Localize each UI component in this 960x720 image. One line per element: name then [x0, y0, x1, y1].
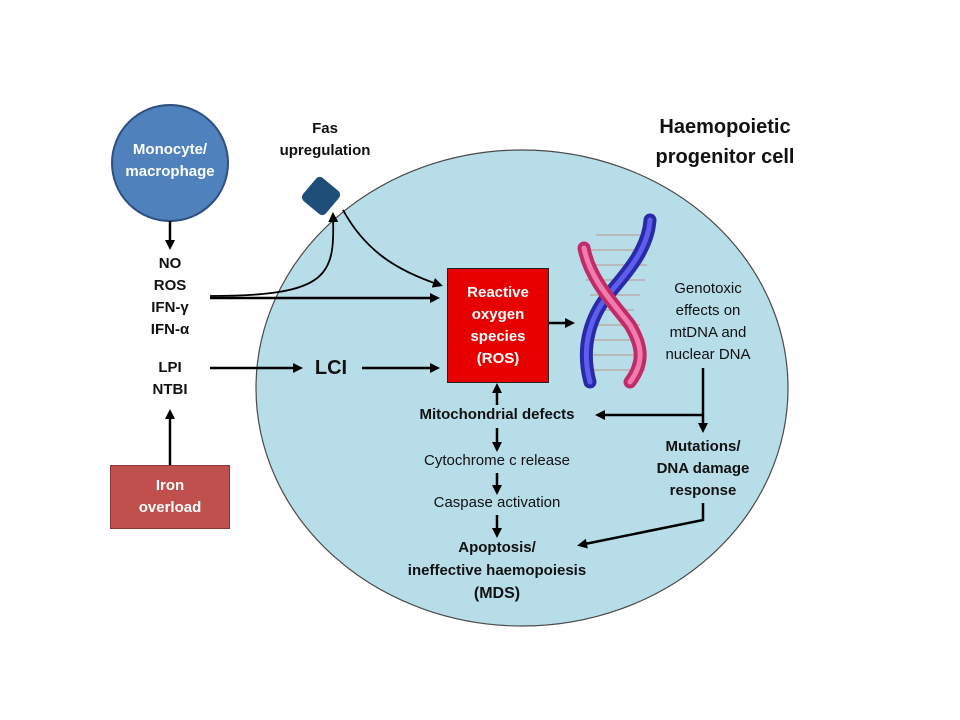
iron-overload-box: Iron overload [110, 465, 230, 529]
mutations-label: Mutations/ DNA damage response [656, 438, 750, 499]
fas-receptor [301, 176, 341, 216]
mediators-list: NO ROS IFN-γ IFN-α [130, 253, 210, 341]
progenitor-cell [255, 149, 789, 627]
ntbi-label: NTBI [152, 381, 188, 398]
lci-label: LCI [314, 357, 348, 379]
ros-label: ROS [153, 277, 187, 294]
genotoxic-effects-label: Genotoxic effects on mtDNA and nuclear D… [665, 280, 751, 363]
caspase-activation-label: Caspase activation [433, 494, 561, 511]
arrow-mutations-to-apoptosis [577, 503, 705, 549]
fas-upregulation-label: Fas upregulation [279, 120, 371, 159]
ifn-gamma-label: IFN-γ [151, 299, 189, 316]
cytochrome-release-label: Cytochrome c release [424, 452, 570, 469]
apoptosis-label: Apoptosis/ ineffective haemopoiesis (MDS… [407, 539, 587, 602]
ifn-alpha-label: IFN-α [150, 321, 190, 338]
ros-box: Reactive oxygen species (ROS) [447, 268, 549, 383]
mitochondrial-defects-label: Mitochondrial defects [419, 406, 575, 423]
dna-helix-icon [577, 213, 657, 389]
monocyte-label: Monocyte/ macrophage [125, 141, 215, 180]
cell-title: Haemopoietic progenitor cell [655, 116, 795, 168]
iron-species-list: LPI NTBI [130, 357, 210, 401]
no-label: NO [158, 255, 182, 272]
arrow-to-fas [209, 212, 339, 297]
lpi-label: LPI [158, 359, 182, 376]
arrow-fas-to-ros [342, 209, 443, 288]
